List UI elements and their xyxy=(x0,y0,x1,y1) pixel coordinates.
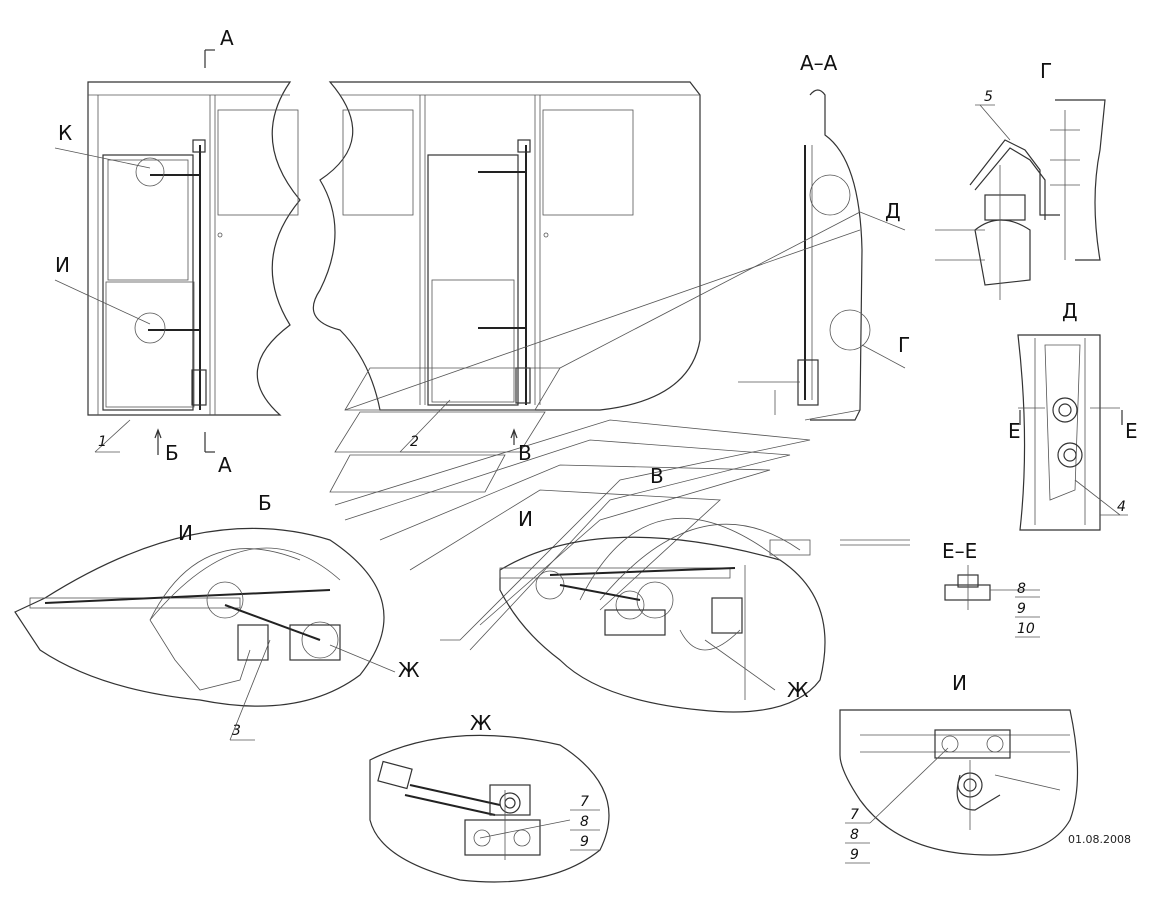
detail-i-pos-8: 8 xyxy=(850,827,859,843)
callout-k-label: К xyxy=(58,121,72,145)
section-e-right-label: Е xyxy=(1125,419,1138,443)
view-b xyxy=(14,527,396,741)
section-ee-pos-10: 10 xyxy=(1017,621,1035,637)
position-4: 4 xyxy=(1117,499,1126,515)
view-b-callout-zh: Ж xyxy=(398,658,420,682)
detail-i-pos-7: 7 xyxy=(850,807,859,823)
detail-d-title: Д xyxy=(1062,299,1078,323)
section-ee-title: Е–Е xyxy=(942,539,977,563)
detail-zh-pos-9: 9 xyxy=(580,834,589,850)
callout-d-label: Д xyxy=(885,199,901,223)
view-v-title: В xyxy=(650,464,664,488)
drawing-date: 01.08.2008 xyxy=(1068,833,1131,846)
detail-g-title: Г xyxy=(1040,59,1052,83)
position-1: 1 xyxy=(98,434,107,450)
callout-i-label: И xyxy=(55,253,70,277)
door-elevation-1 xyxy=(54,49,301,455)
section-aa xyxy=(738,89,906,421)
detail-d xyxy=(1017,334,1128,531)
view-b-arrow-label: Б xyxy=(165,441,179,465)
detail-zh-pos-7: 7 xyxy=(580,794,589,810)
section-a-bottom-label: А xyxy=(218,453,232,477)
door-elevation-2 xyxy=(312,81,701,453)
section-ee-pos-9: 9 xyxy=(1017,601,1026,617)
view-v xyxy=(499,517,910,713)
section-ee-pos-8: 8 xyxy=(1017,581,1026,597)
view-leader-bands xyxy=(329,211,861,651)
detail-zh-pos-8: 8 xyxy=(580,814,589,830)
detail-zh-title: Ж xyxy=(470,711,492,735)
view-b-title: Б xyxy=(258,491,272,515)
section-ee xyxy=(944,565,1040,638)
detail-i xyxy=(839,709,1079,864)
position-3: 3 xyxy=(232,723,241,739)
callout-g-label: Г xyxy=(898,333,910,357)
detail-g xyxy=(935,99,1106,300)
section-a-top-label: А xyxy=(220,26,234,50)
section-e-left-label: Е xyxy=(1008,419,1021,443)
position-5: 5 xyxy=(984,89,993,105)
section-aa-title: А–А xyxy=(800,51,838,75)
view-v-callout-zh: Ж xyxy=(787,678,809,702)
view-v-arrow-label: В xyxy=(518,441,532,465)
view-v-callout-i: И xyxy=(518,507,533,531)
view-b-callout-i: И xyxy=(178,521,193,545)
detail-i-pos-9: 9 xyxy=(850,847,859,863)
position-2: 2 xyxy=(410,434,419,450)
detail-zh xyxy=(369,734,610,883)
detail-i-title: И xyxy=(952,671,967,695)
